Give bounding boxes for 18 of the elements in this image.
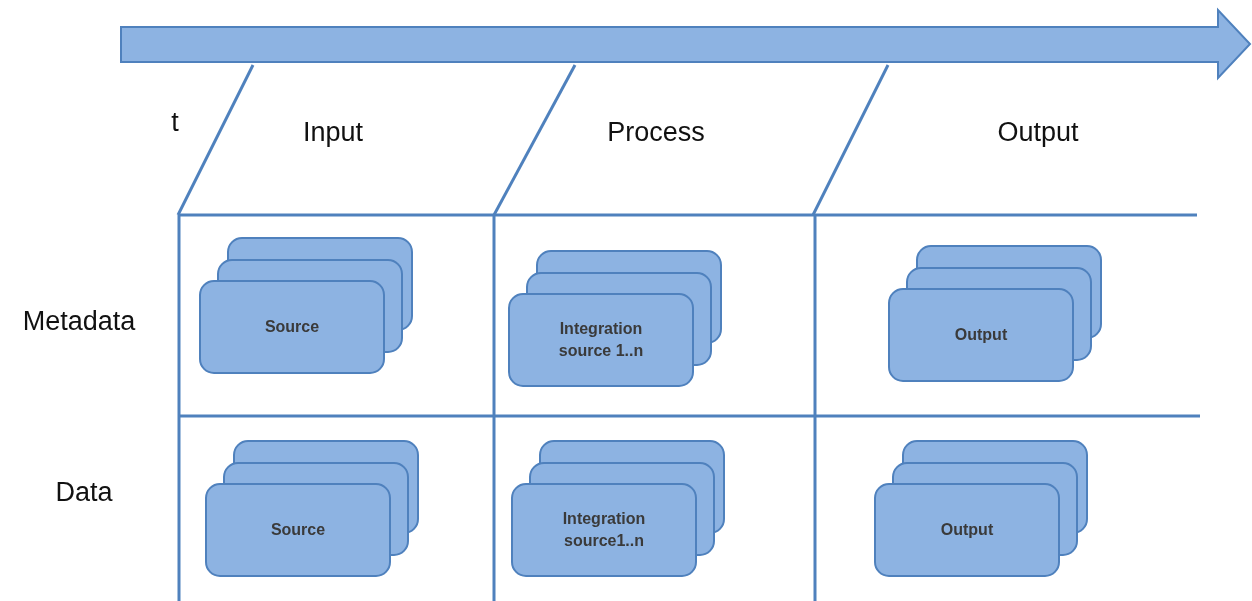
stacked-cards [199,237,413,374]
card-label: Source [264,316,320,337]
card-label: Output [954,324,1008,345]
row-header: Metadata [22,305,136,337]
stacked-cards [508,250,722,387]
stacked-cards [511,440,725,577]
column-header: Output [997,116,1079,148]
stacked-cards [888,245,1102,382]
card-label: Output [940,519,994,540]
card-label: Source [270,519,326,540]
column-header: Input [302,116,364,148]
stacked-cards [205,440,419,577]
row-header: Data [55,476,113,508]
column-header: Process [607,116,705,148]
card-label: Integration source1..n [561,508,647,551]
stacked-cards [874,440,1088,577]
axis-label: t [171,106,179,138]
card-label: Integration source 1..n [557,318,645,361]
